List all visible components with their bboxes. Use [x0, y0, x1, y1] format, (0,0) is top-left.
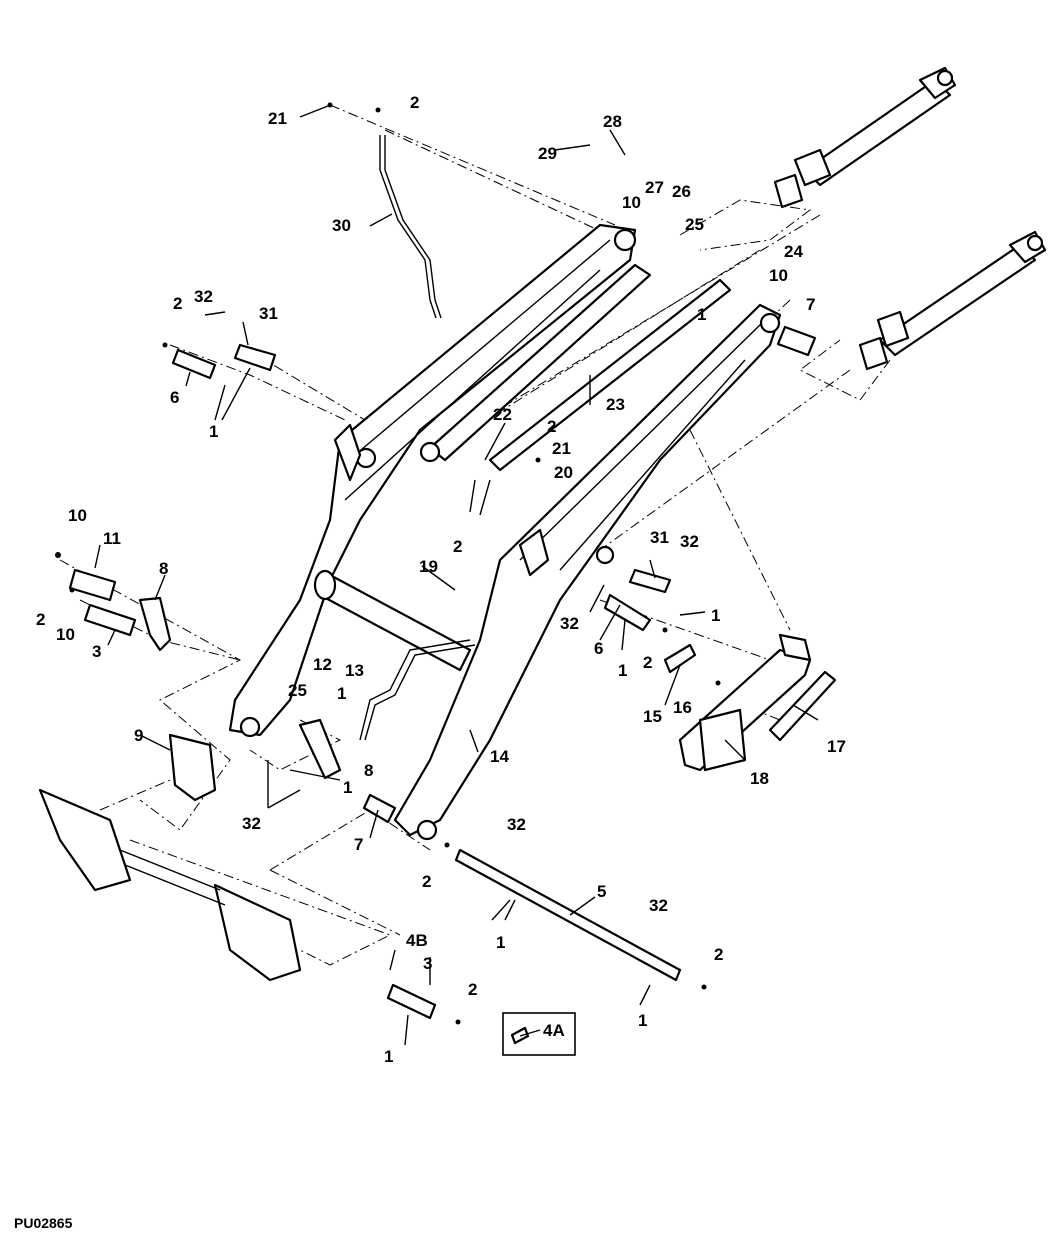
callout-1: 1: [337, 684, 346, 703]
callout-21: 21: [552, 439, 571, 458]
callout-2: 2: [410, 93, 419, 112]
callout-16: 16: [673, 698, 692, 717]
callout-1: 1: [638, 1011, 647, 1030]
decal: [768, 670, 837, 742]
brackets: [138, 596, 342, 802]
figure-id: PU02865: [14, 1215, 73, 1231]
callout-4b: 4B: [406, 931, 428, 950]
callout-31: 31: [259, 304, 278, 323]
callout-labels: 21 2 30 29 28 10 27 26 25 24 10 1 7 2 32…: [36, 93, 846, 1066]
callout-10: 10: [622, 193, 641, 212]
hydraulic-cylinder-lower: [858, 230, 1047, 371]
callout-2: 2: [36, 610, 45, 629]
callout-2: 2: [547, 417, 556, 436]
callout-1: 1: [618, 661, 627, 680]
leader-lines: [94, 105, 819, 1046]
pin-shafts: [68, 325, 817, 1020]
parking-stand: [678, 633, 812, 772]
inset-label: 4A: [543, 1021, 565, 1040]
callout-3: 3: [92, 642, 101, 661]
callout-8: 8: [364, 761, 373, 780]
callout-1: 1: [343, 778, 352, 797]
callout-11: 11: [103, 529, 121, 548]
mounting-frame: [38, 788, 302, 982]
hydraulic-cylinder-upper: [773, 66, 957, 209]
inset-box-4a: 4A: [502, 1012, 576, 1056]
callout-25: 25: [685, 215, 704, 234]
callout-6: 6: [170, 388, 179, 407]
callout-3: 3: [423, 954, 432, 973]
callout-22: 22: [493, 405, 512, 424]
callout-1: 1: [384, 1047, 393, 1066]
callout-25: 25: [288, 681, 307, 700]
callout-32: 32: [194, 287, 213, 306]
callout-9: 9: [134, 726, 143, 745]
callout-1: 1: [697, 305, 706, 324]
callout-12: 12: [313, 655, 332, 674]
callout-32: 32: [242, 814, 261, 833]
callout-15: 15: [643, 707, 662, 726]
callout-2: 2: [714, 945, 723, 964]
callout-8: 8: [159, 559, 168, 578]
alignment-lines: [59, 104, 891, 966]
cross-tube: [313, 569, 472, 672]
callout-1: 1: [209, 422, 218, 441]
callout-2: 2: [643, 653, 652, 672]
callout-32: 32: [680, 532, 699, 551]
callout-13: 13: [345, 661, 364, 680]
hardware-dots: [55, 102, 721, 1025]
callout-5: 5: [597, 882, 606, 901]
callout-10: 10: [769, 266, 788, 285]
callout-27: 27: [645, 178, 664, 197]
loader-boom-left: [228, 223, 637, 738]
callout-7: 7: [354, 835, 363, 854]
callout-32: 32: [507, 815, 526, 834]
callout-6: 6: [594, 639, 603, 658]
callout-32: 32: [649, 896, 668, 915]
callout-17: 17: [827, 737, 846, 756]
callout-2: 2: [173, 294, 182, 313]
callout-19: 19: [419, 557, 438, 576]
callout-31: 31: [650, 528, 669, 547]
callout-20: 20: [554, 463, 573, 482]
tilt-link-rod: [419, 263, 732, 472]
hydraulic-line-lower: [359, 639, 476, 741]
callout-2: 2: [453, 537, 462, 556]
callout-24: 24: [784, 242, 803, 261]
callout-32: 32: [560, 614, 579, 633]
callout-21: 21: [268, 109, 287, 128]
callout-14: 14: [490, 747, 509, 766]
callout-23: 23: [606, 395, 625, 414]
callout-10: 10: [68, 506, 87, 525]
callout-1: 1: [496, 933, 505, 952]
callout-28: 28: [603, 112, 622, 131]
callout-7: 7: [806, 295, 815, 314]
callout-29: 29: [538, 144, 557, 163]
hydraulic-line-30: [379, 135, 442, 319]
callout-30: 30: [332, 216, 351, 235]
callout-1: 1: [711, 606, 720, 625]
callout-2: 2: [468, 980, 477, 999]
callout-10: 10: [56, 625, 75, 644]
callout-18: 18: [750, 769, 769, 788]
callout-26: 26: [672, 182, 691, 201]
callout-2: 2: [422, 872, 431, 891]
loader-boom-right: [393, 303, 782, 841]
